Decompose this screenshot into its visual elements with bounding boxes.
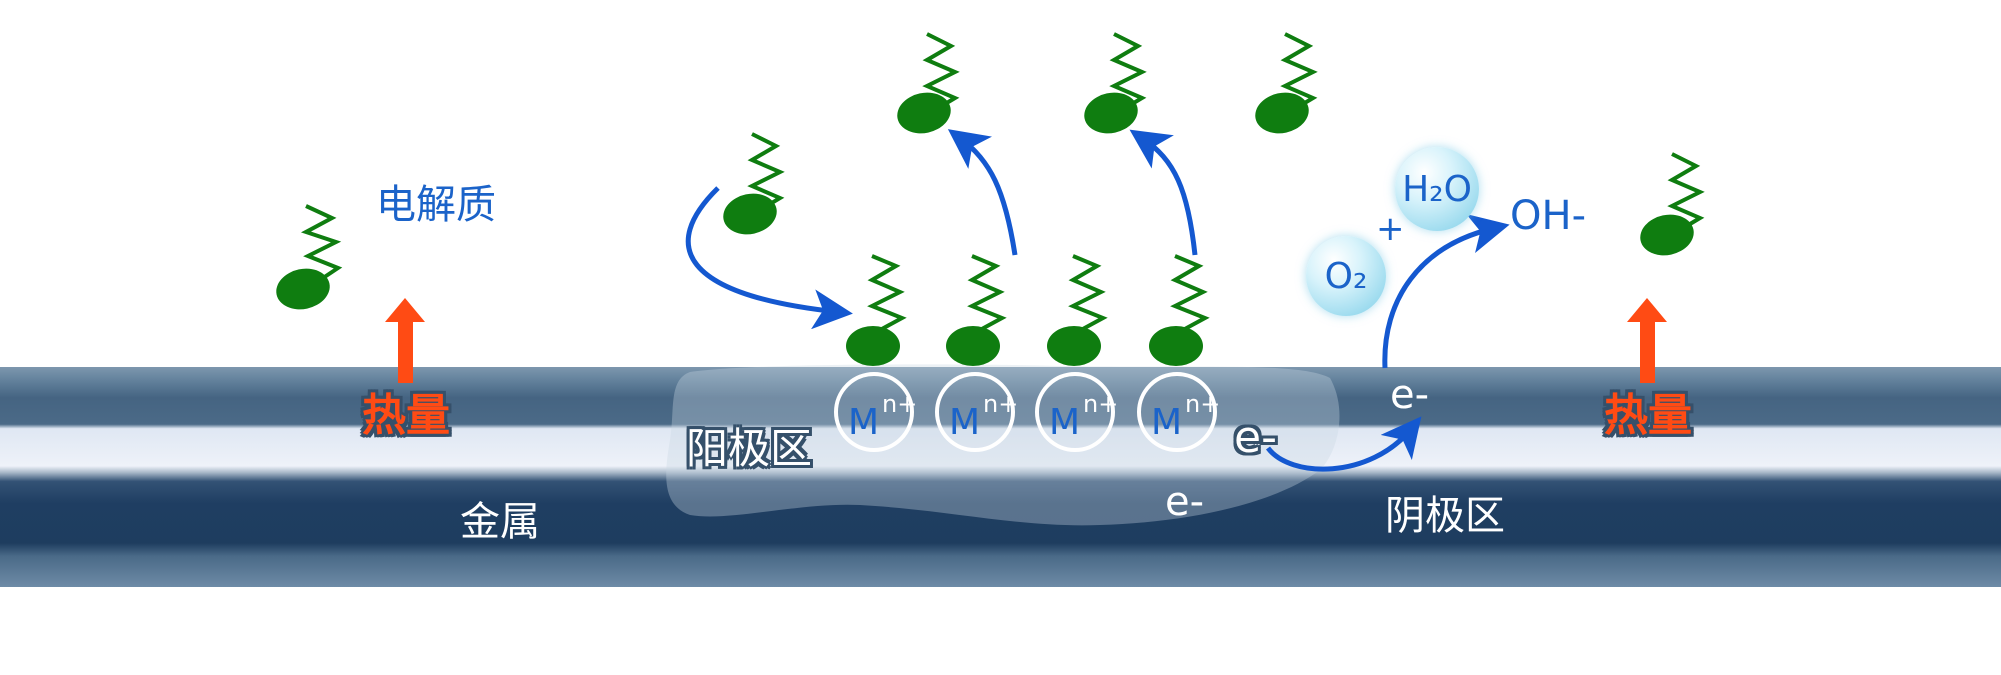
metal-ion: M n+ [1137,372,1221,452]
molecule [723,132,785,235]
molecules [276,32,1705,366]
electrolyte-label: 电解质 [376,182,496,228]
electron-label-metal: e- [1165,479,1205,525]
molecule [1255,32,1318,134]
arrow-desorption-1 [947,129,1018,256]
molecule [1084,32,1147,134]
water-label: H₂O [1402,168,1472,210]
arrow-adsorption [685,186,853,330]
ion-charge: n+ [1083,390,1119,418]
adsorbed-molecule [946,254,1007,366]
ion-symbol: M [848,402,880,443]
adsorbed-molecule [846,254,907,366]
water-bubble: H₂O [1395,147,1479,231]
heat-label-right: 热量 [1604,390,1692,441]
hydroxide-label: OH- [1510,193,1586,239]
electron-label-anode: e- [1234,412,1277,463]
cathode-zone-label: 阴极区 [1385,493,1505,539]
ion-charge: n+ [1185,390,1221,418]
electron-label-cathode: e- [1390,372,1430,418]
ion-charge: n+ [882,390,918,418]
heat-arrow-left [385,298,425,383]
oxygen-bubble: O₂ [1306,236,1386,316]
molecule [897,32,960,134]
metal-ion: M n+ [935,372,1019,452]
ion-symbol: M [949,402,981,443]
arrow-electron-flow [1265,416,1422,472]
metal-ion: M n+ [1035,372,1119,452]
ion-charge: n+ [983,390,1019,418]
oxygen-label: O₂ [1324,255,1368,297]
plus-sign: + [1376,209,1405,249]
adsorbed-molecule [1047,254,1108,366]
heat-arrow-right [1627,298,1667,383]
molecule [1640,152,1705,256]
arrow-desorption-2 [1129,129,1198,256]
metal-ion: M n+ [834,372,918,452]
anode-zone-label: 阳极区 [686,424,813,473]
arrow-cathode-reaction [1382,214,1510,369]
heat-label-left: 热量 [362,390,450,441]
adsorbed-molecule [1149,254,1210,366]
metal-label: 金属 [460,499,540,545]
ion-symbol: M [1151,402,1183,443]
molecule [276,204,343,310]
ion-symbol: M [1049,402,1081,443]
